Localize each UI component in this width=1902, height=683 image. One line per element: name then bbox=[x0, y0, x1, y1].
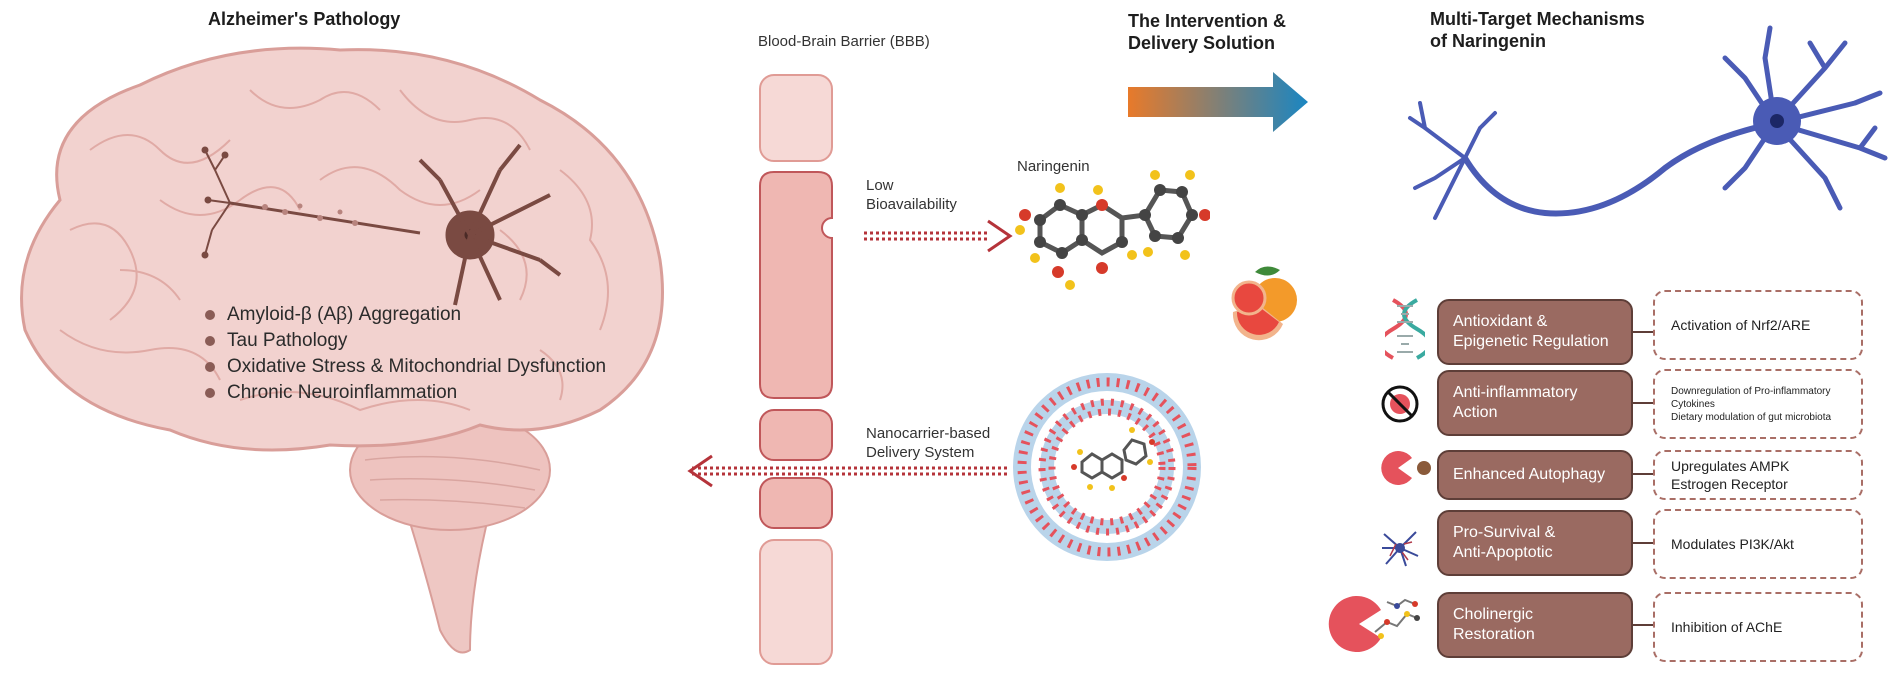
nanocarrier-liposome-icon bbox=[1013, 373, 1201, 561]
bbb-cell-mid bbox=[759, 409, 833, 461]
enzyme-inhibition-icon bbox=[1328, 596, 1420, 652]
bbb-cell-main bbox=[759, 171, 833, 399]
effect-box-cytokines: Downregulation of Pro-inflammatory Cytok… bbox=[1653, 369, 1863, 439]
mechanisms-title: Multi-Target Mechanisms of Naringenin bbox=[1430, 8, 1645, 52]
mechanism-box-pro-survival: Pro-Survival &Anti-Apoptotic bbox=[1437, 510, 1633, 576]
bbb-cell-lower bbox=[759, 477, 833, 529]
intervention-title: The Intervention & Delivery Solution bbox=[1128, 10, 1286, 54]
effect-box-pi3k: Modulates PI3K/Akt bbox=[1653, 509, 1863, 579]
pathology-item: Tau Pathology bbox=[205, 328, 606, 354]
bbb-cell-bottom bbox=[759, 539, 833, 665]
brain-neuron bbox=[201, 143, 562, 306]
bullet-dot bbox=[205, 336, 215, 346]
pathology-title: Alzheimer's Pathology bbox=[208, 9, 401, 29]
pathology-item: Amyloid-β (Aβ) Aggregation bbox=[205, 302, 606, 328]
mechanisms-title-line1: Multi-Target Mechanisms bbox=[1430, 9, 1645, 29]
bbb-column bbox=[759, 74, 833, 665]
brain-illustration bbox=[20, 46, 664, 654]
bbb-cell-top bbox=[759, 74, 833, 162]
mechanism-connectors bbox=[1633, 331, 1653, 626]
neuron-network-icon bbox=[1382, 531, 1419, 567]
pathology-list: Amyloid-β (Aβ) Aggregation Tau Pathology… bbox=[205, 302, 606, 406]
pathology-item: Chronic Neuroinflammation bbox=[205, 380, 606, 406]
naringenin-label: Naringenin bbox=[1017, 158, 1090, 175]
citrus-fruit-icon bbox=[1231, 266, 1297, 341]
mechanism-box-antioxidant: Antioxidant &Epigenetic Regulation bbox=[1437, 299, 1633, 365]
autophagy-icon bbox=[1381, 451, 1431, 485]
intervention-title-line1: The Intervention & bbox=[1128, 11, 1287, 31]
bullet-dot bbox=[205, 362, 215, 372]
effect-box-nrf2: Activation of Nrf2/ARE bbox=[1653, 290, 1863, 360]
blue-neuron-illustration bbox=[1408, 25, 1888, 220]
mechanism-box-autophagy: Enhanced Autophagy bbox=[1437, 450, 1633, 500]
naringenin-molecule-icon bbox=[1015, 170, 1210, 290]
nanocarrier-arrow bbox=[687, 454, 1007, 488]
low-bioavailability-arrow bbox=[864, 219, 1013, 253]
effect-box-ampk: Upregulates AMPK Estrogen Receptor bbox=[1653, 450, 1863, 500]
intervention-title-line2: Delivery Solution bbox=[1128, 33, 1276, 53]
bullet-dot bbox=[205, 388, 215, 398]
no-inflammation-icon bbox=[1381, 385, 1419, 423]
mechanisms-title-line2: of Naringenin bbox=[1430, 31, 1546, 51]
bullet-dot bbox=[205, 310, 215, 320]
dna-icon bbox=[1385, 298, 1425, 360]
intervention-gradient-arrow bbox=[1128, 72, 1308, 132]
pathology-item: Oxidative Stress & Mitochondrial Dysfunc… bbox=[205, 354, 606, 380]
effect-box-ache: Inhibition of AChE bbox=[1653, 592, 1863, 662]
bbb-title: Blood-Brain Barrier (BBB) bbox=[758, 33, 930, 50]
